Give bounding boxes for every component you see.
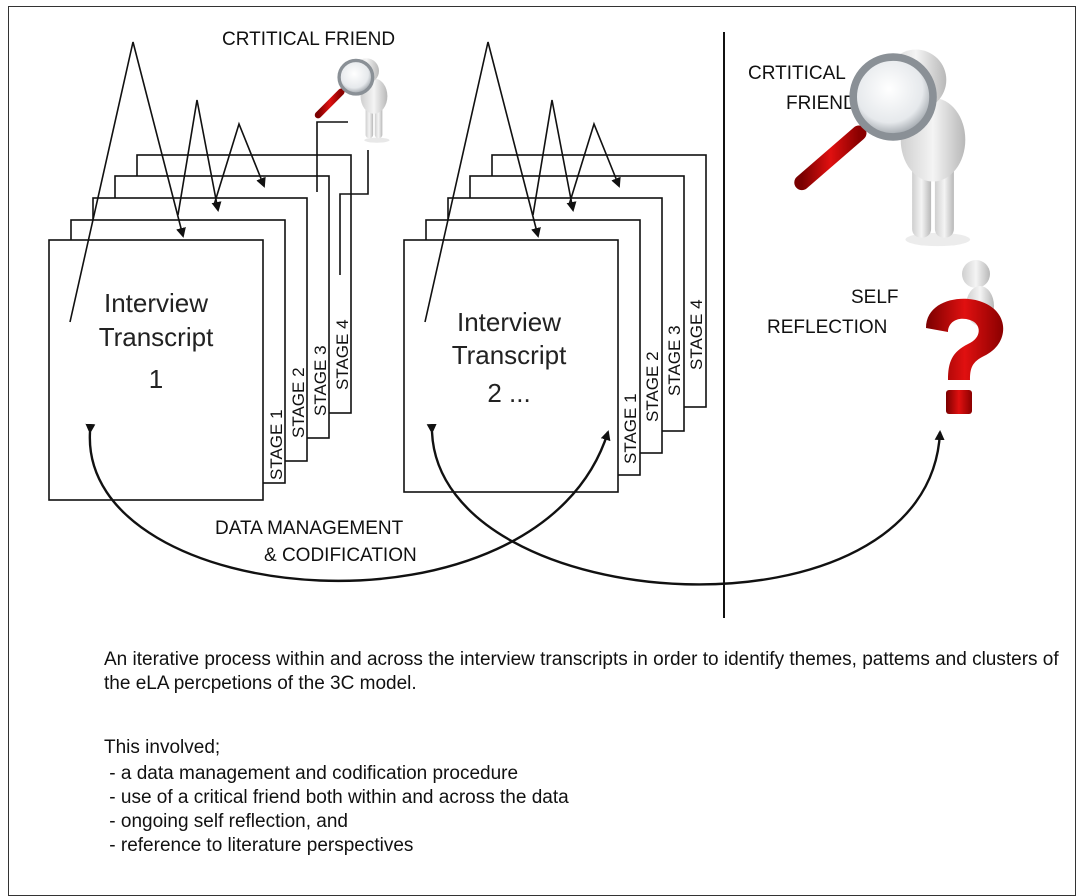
transcript-2-title-line3: 2 ... — [487, 378, 530, 408]
self-reflection-label-1: SELF — [851, 287, 899, 308]
transcript-2-page — [403, 239, 619, 493]
stack-2-iteration-arrows — [424, 41, 621, 323]
stack-1-stage-2-label: STAGE 2 — [289, 367, 308, 438]
stack-1-stage-3-label: STAGE 3 — [311, 345, 330, 416]
caption-intro: An iterative process within and across t… — [104, 649, 1059, 694]
list-item: - ongoing self reflection, and — [104, 811, 348, 832]
transcript-2-title-line1: Interview — [457, 307, 561, 337]
transcript-1-page — [48, 239, 264, 501]
caption-involved: This involved; — [104, 737, 221, 758]
transcript-2-title-line2: Transcript — [452, 340, 567, 370]
stack-2-stage-1-label: STAGE 1 — [621, 393, 640, 464]
transcript-1-title-line2: Transcript — [99, 322, 214, 352]
magnifier-figure-icon — [314, 58, 390, 143]
list-item: - reference to literature perspectives — [104, 835, 414, 856]
data-management-label-1: DATA MANAGEMENT — [215, 518, 404, 539]
stack-1-stage-4-label: STAGE 4 — [333, 319, 352, 390]
stack-1-iteration-arrows — [69, 41, 369, 323]
stack-2-stage-3-label: STAGE 3 — [665, 325, 684, 396]
stack-1-stage-1-label: STAGE 1 — [267, 409, 286, 480]
stack-2-stage-4-label: STAGE 4 — [687, 299, 706, 370]
self-reflection-label-2: REFLECTION — [767, 317, 887, 338]
stack-2-stage-2-label: STAGE 2 — [643, 351, 662, 422]
transcript-stack-1: Interview Transcript 1 STAGE 1 STAGE 2 S… — [48, 154, 352, 501]
process-diagram: Interview Transcript 1 STAGE 1 STAGE 2 S… — [48, 29, 1004, 618]
transcript-1-title-line1: Interview — [104, 288, 208, 318]
data-management-curved-arrows — [85, 423, 945, 586]
critical-friend-label-right-2: FRIEND — [786, 93, 857, 114]
list-item: - a data management and codification pro… — [104, 763, 519, 784]
question-mark-figure-icon — [926, 260, 1004, 414]
transcript-stack-2: Interview Transcript 2 ... STAGE 1 STAGE… — [403, 154, 707, 493]
critical-friend-label-top: CRTITICAL FRIEND — [222, 29, 395, 50]
critical-friend-label-right-1: CRTITICAL — [748, 63, 846, 84]
data-management-label-2: & CODIFICATION — [264, 545, 417, 566]
caption-list: - a data management and codification pro… — [104, 762, 569, 858]
transcript-1-title-line3: 1 — [149, 364, 163, 394]
list-item: - use of a critical friend both within a… — [104, 787, 569, 808]
magnifier-figure-icon-large — [794, 49, 971, 247]
